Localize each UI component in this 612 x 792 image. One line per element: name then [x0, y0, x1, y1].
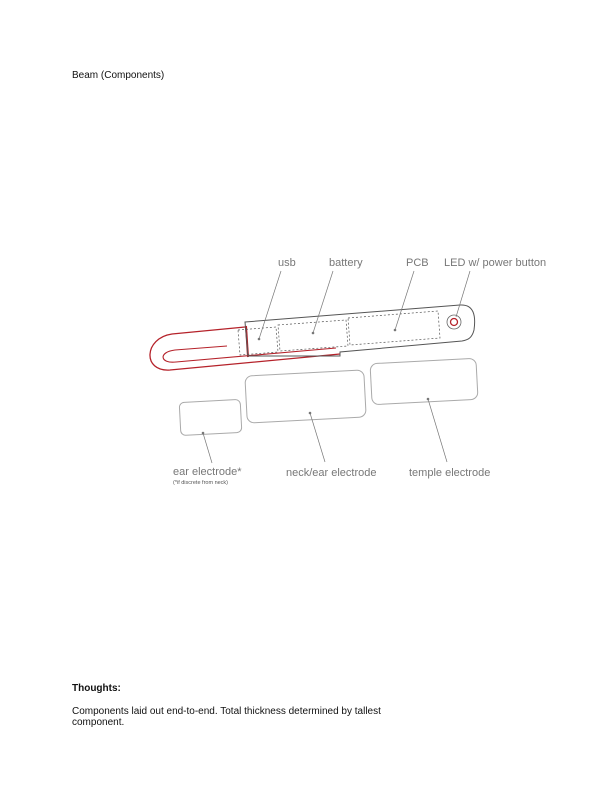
leader-pcb [394, 270, 415, 331]
label-ear-note: (*if discrete from neck) [173, 480, 228, 486]
leader-temple [427, 398, 448, 463]
leader-led [455, 270, 471, 318]
leader-usb-dot [257, 337, 261, 341]
leader-ear-dot [201, 431, 205, 435]
label-ear-electrode: ear electrode* [173, 466, 242, 478]
temple-electrode [369, 358, 479, 405]
label-led: LED w/ power button [444, 257, 546, 269]
power-button-ring [446, 314, 462, 330]
label-neck-electrode: neck/ear electrode [286, 467, 377, 479]
leader-temple-dot [426, 397, 430, 401]
beam-body [244, 304, 476, 357]
usb-slot [237, 326, 279, 356]
battery-slot [277, 319, 349, 352]
leader-ear [202, 432, 213, 464]
leader-pcb-dot [393, 328, 397, 332]
leader-battery-dot [311, 331, 315, 335]
page-title: Beam (Components) [72, 70, 165, 81]
leader-neck [309, 412, 326, 463]
clip-loop-outer [149, 326, 341, 371]
clip-loop-inner [162, 345, 337, 363]
label-usb: usb [278, 257, 296, 269]
label-pcb: PCB [406, 257, 429, 269]
thoughts-heading: Thoughts: [72, 683, 121, 694]
pcb-slot [347, 310, 441, 346]
led-icon [449, 317, 459, 327]
leader-battery [312, 270, 334, 334]
leader-neck-dot [308, 411, 312, 415]
leader-usb [258, 270, 282, 340]
label-battery: battery [329, 257, 363, 269]
ear-electrode [178, 399, 243, 436]
neck-ear-electrode [244, 369, 367, 424]
thoughts-body: Components laid out end-to-end. Total th… [72, 706, 381, 728]
label-temple-electrode: temple electrode [409, 467, 490, 479]
